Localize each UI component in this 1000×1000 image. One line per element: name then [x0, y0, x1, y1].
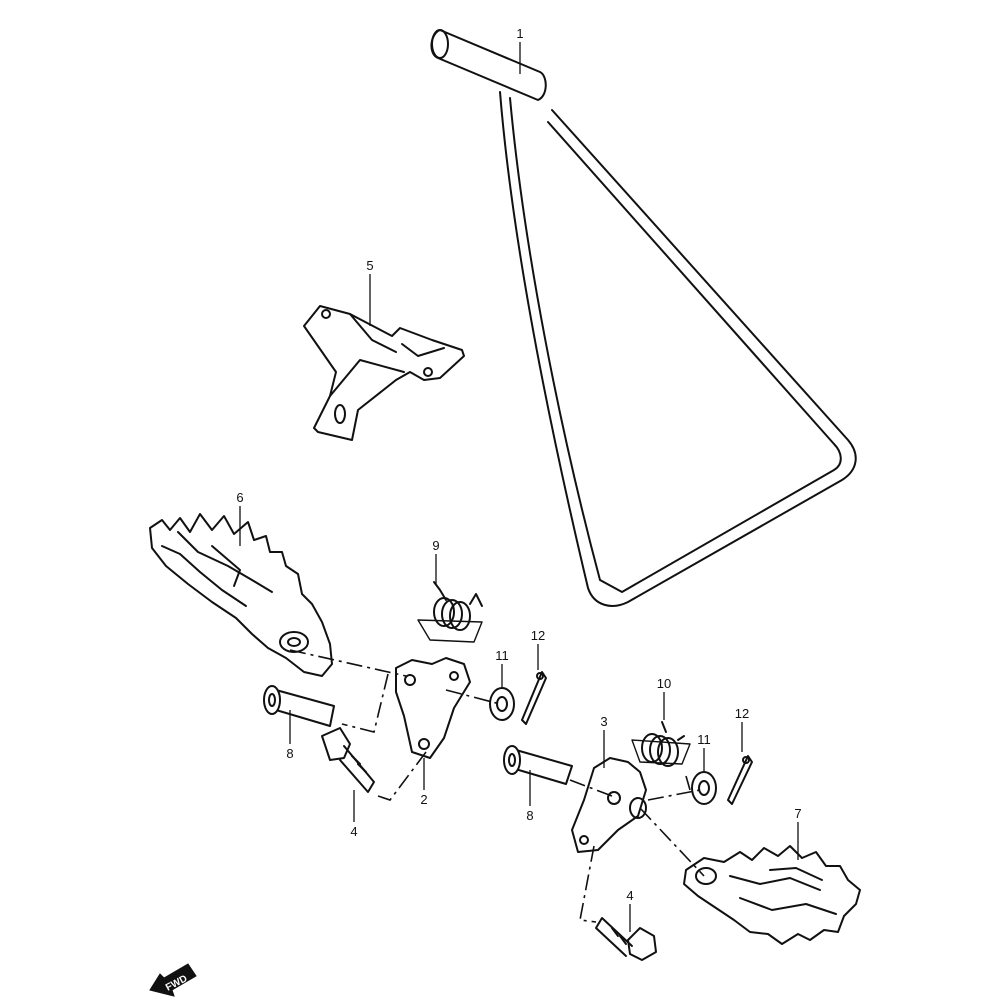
callout-12-right: 12 — [735, 706, 749, 721]
callout-10: 10 — [657, 676, 671, 691]
assembly-lines — [289, 649, 705, 923]
callout-4-left: 4 — [350, 824, 357, 839]
callout-9: 9 — [432, 538, 439, 553]
fwd-arrow-icon: FWD — [149, 963, 197, 997]
callout-8-left: 8 — [286, 746, 293, 761]
callout-labels: 1 5 6 9 12 11 10 11 12 3 8 4 2 8 7 4 — [236, 26, 801, 903]
part-12-cotter-left — [521, 671, 547, 725]
callout-2: 2 — [420, 792, 427, 807]
part-11-washer-left — [489, 687, 515, 721]
callout-3: 3 — [600, 714, 607, 729]
callout-6: 6 — [236, 490, 243, 505]
part-2-bracket-left — [395, 657, 471, 759]
part-5-bracket — [303, 305, 465, 441]
callout-5: 5 — [366, 258, 373, 273]
part-8-pin-left — [263, 685, 335, 727]
part-3-bracket-right — [571, 757, 647, 853]
part-6-footrest-left — [149, 513, 333, 677]
part-7-footrest-right — [683, 845, 861, 945]
callout-7: 7 — [794, 806, 801, 821]
leader-lines — [239, 42, 799, 932]
part-11-washer-right — [691, 771, 717, 805]
part-12-cotter-right — [727, 755, 753, 805]
part-8-pin-right — [503, 745, 573, 785]
callout-12-left: 12 — [531, 628, 545, 643]
callout-1: 1 — [516, 26, 523, 41]
part-4-bolt-left — [321, 727, 375, 793]
part-10-spring-right — [631, 721, 691, 767]
callout-11-left: 11 — [495, 648, 509, 663]
callout-8-right: 8 — [526, 808, 533, 823]
callout-4-right: 4 — [626, 888, 633, 903]
part-1-stand — [430, 29, 857, 607]
part-4-bolt-right — [595, 917, 657, 961]
callout-11-right: 11 — [697, 732, 711, 747]
part-9-spring-left — [417, 581, 483, 643]
